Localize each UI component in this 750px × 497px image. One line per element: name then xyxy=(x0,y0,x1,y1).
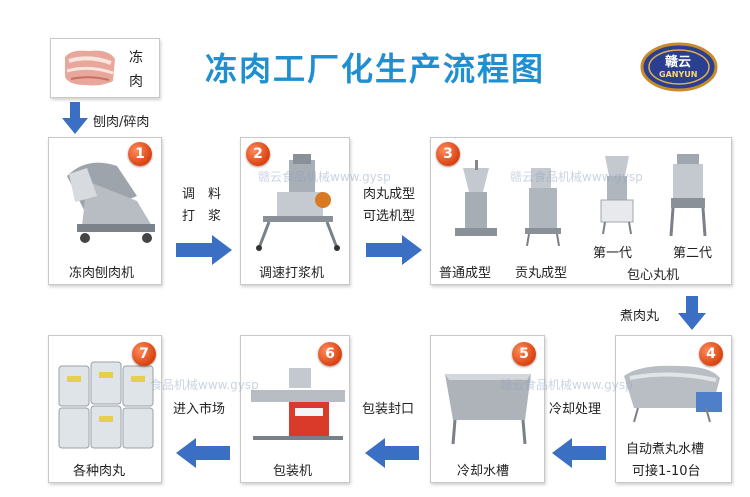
arrow-down-icon xyxy=(678,296,706,330)
step-4-label-1: 自动煮丸水槽 xyxy=(626,442,705,457)
watermark-text: 赣云食品机械www.gysp xyxy=(510,170,643,184)
flow-label-slice: 刨肉/碎肉 xyxy=(93,115,150,130)
flow-label-beat: 打 浆 xyxy=(182,209,222,224)
arrow-left-icon xyxy=(365,438,419,468)
gen2-stuffing-machine-image xyxy=(669,154,707,236)
logo-text-cn: 赣云 xyxy=(665,55,692,70)
step-6-badge: 6 xyxy=(318,342,342,366)
frozen-meat-label-1: 冻 xyxy=(129,50,143,66)
page-title: 冻肉工厂化生产流程图 xyxy=(205,50,546,88)
meat-slicer-machine-image xyxy=(67,162,155,243)
logo-text-en: GANYUN xyxy=(659,70,698,79)
flow-label-cool: 冷却处理 xyxy=(549,402,602,417)
watermark-text: 赣云食品机械www.gysp xyxy=(500,378,633,392)
arrow-left-icon xyxy=(552,438,606,468)
beater-machine-image xyxy=(256,154,340,251)
flow-label-market: 进入市场 xyxy=(173,402,226,417)
step-3-sub-gen1: 第一代 xyxy=(593,246,633,261)
frozen-meat-image xyxy=(65,50,115,86)
flow-label-boil: 煮肉丸 xyxy=(620,309,660,324)
step-7-label: 各种肉丸 xyxy=(73,464,126,479)
step-1-label: 冻肉刨肉机 xyxy=(69,266,135,281)
flow-label-choose: 可选机型 xyxy=(363,209,416,224)
step-3-box: 普通成型 贡丸成型 第一代 第二代 包心丸机 xyxy=(430,137,732,285)
step-6-label: 包装机 xyxy=(273,464,313,479)
meatball-packages-image xyxy=(58,361,154,449)
step-3-badge: 3 xyxy=(436,142,460,166)
flow-label-season: 调 料 xyxy=(182,187,222,202)
watermark-text: 食品机械www.gysp xyxy=(150,378,259,392)
flow-label-pack: 包装封口 xyxy=(362,402,415,417)
watermark-text: 赣云食品机械www.gysp xyxy=(258,170,391,184)
step-3-sub-gen2: 第二代 xyxy=(673,246,713,261)
step-2-label: 调速打浆机 xyxy=(259,266,325,281)
step-5-badge: 5 xyxy=(512,342,536,366)
normal-forming-machine-image xyxy=(455,160,497,236)
frozen-meat-box: 冻 肉 xyxy=(50,38,160,98)
logo-badge-icon xyxy=(640,42,718,92)
step-1-badge: 1 xyxy=(128,142,152,166)
step-3-sub-stuffing: 包心丸机 xyxy=(627,268,680,283)
flow-label-form: 肉丸成型 xyxy=(363,187,416,202)
step-4-badge: 4 xyxy=(699,342,723,366)
cooling-tank-image xyxy=(445,374,531,445)
step-3-sub-normal: 普通成型 xyxy=(439,266,492,281)
brand-logo: 赣云 GANYUN xyxy=(640,42,718,92)
frozen-meat-label-2: 肉 xyxy=(129,74,143,90)
arrow-right-icon xyxy=(176,235,232,265)
step-3-sub-gongwan: 贡丸成型 xyxy=(515,266,568,281)
arrow-right-icon xyxy=(366,235,422,265)
step-2-badge: 2 xyxy=(246,142,270,166)
step-5-label: 冷却水槽 xyxy=(457,464,510,479)
step-7-badge: 7 xyxy=(132,342,156,366)
gen1-stuffing-machine-image xyxy=(600,156,634,234)
arrow-left-icon xyxy=(176,438,230,468)
gongwan-forming-machine-image xyxy=(525,168,561,246)
boiling-tank-image xyxy=(624,365,722,423)
packaging-machine-image xyxy=(251,368,345,440)
step-4-label-2: 可接1-10台 xyxy=(632,464,701,479)
arrow-down-icon xyxy=(62,102,88,134)
